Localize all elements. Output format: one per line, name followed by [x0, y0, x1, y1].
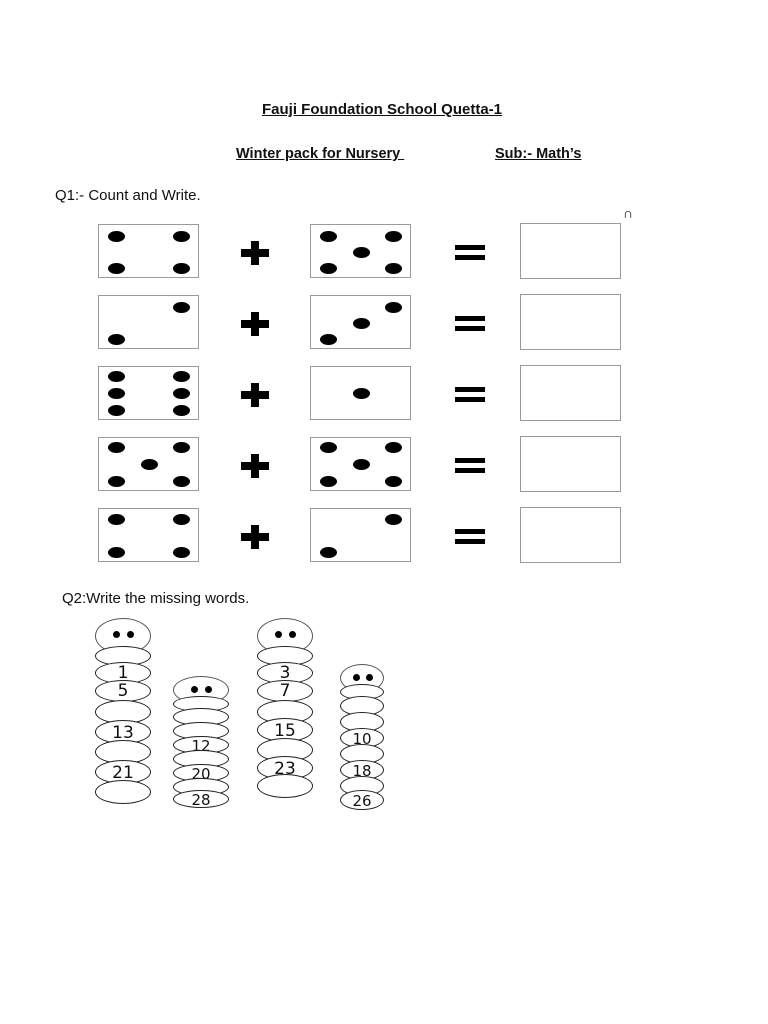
dot [108, 334, 125, 345]
dot [108, 263, 125, 274]
dice-left-row-4 [98, 437, 199, 491]
dot [353, 318, 370, 329]
dice-left-row-5 [98, 508, 199, 562]
eye [205, 686, 212, 693]
eye [127, 631, 134, 638]
caterpillar-segment[interactable]: 13 [95, 720, 151, 744]
dot [173, 547, 190, 558]
equals-sign [455, 387, 485, 403]
dot [108, 476, 125, 487]
caterpillar-segment[interactable]: 28 [173, 790, 229, 809]
dot [108, 514, 125, 525]
dice-right-row-2 [310, 295, 411, 349]
answer-box-row-1[interactable] [520, 223, 621, 279]
caterpillar-segment[interactable]: 7 [257, 680, 313, 702]
plus-sign [241, 523, 269, 551]
dot [173, 442, 190, 453]
equals-sign [455, 529, 485, 545]
answer-box-row-5[interactable] [520, 507, 621, 563]
subject-label: Sub:- Math’s [495, 146, 582, 162]
dot [173, 514, 190, 525]
dice-right-row-5 [310, 508, 411, 562]
eye [275, 631, 282, 638]
answer-box-row-2[interactable] [520, 294, 621, 350]
eye [366, 674, 373, 681]
dice-right-row-4 [310, 437, 411, 491]
eye [353, 674, 360, 681]
dice-right-row-3 [310, 366, 411, 420]
dot [173, 476, 190, 487]
dot [385, 476, 402, 487]
dot [173, 405, 190, 416]
caterpillar-segment[interactable] [95, 780, 151, 804]
eye [191, 686, 198, 693]
eye [113, 631, 120, 638]
caterpillar-segment[interactable]: 26 [340, 790, 384, 810]
dot [173, 388, 190, 399]
dot [173, 263, 190, 274]
pack-title: Winter pack for Nursery [236, 146, 405, 162]
school-title: Fauji Foundation School Quetta-1 [262, 101, 502, 118]
answer-box-row-3[interactable] [520, 365, 621, 421]
caterpillar-segment[interactable] [257, 774, 313, 798]
plus-sign [241, 381, 269, 409]
dot [108, 405, 125, 416]
dot [141, 459, 158, 470]
dot [320, 476, 337, 487]
caterpillar-segment[interactable]: 15 [257, 718, 313, 742]
dot [320, 334, 337, 345]
dot [173, 302, 190, 313]
dice-right-row-1 [310, 224, 411, 278]
dot [353, 388, 370, 399]
dot [108, 442, 125, 453]
eye [289, 631, 296, 638]
equals-sign [455, 245, 485, 261]
dot [353, 459, 370, 470]
question-2-heading: Q2:Write the missing words. [62, 590, 250, 607]
equals-sign [455, 458, 485, 474]
dot [108, 388, 125, 399]
plus-sign [241, 310, 269, 338]
dot [108, 371, 125, 382]
dot [385, 514, 402, 525]
plus-sign [241, 239, 269, 267]
question-1-heading: Q1:- Count and Write. [55, 187, 201, 204]
dot [385, 302, 402, 313]
stray-mark: ∩ [623, 205, 634, 221]
equals-sign [455, 316, 485, 332]
dot [385, 263, 402, 274]
dot [320, 263, 337, 274]
dot [108, 547, 125, 558]
dot [108, 231, 125, 242]
dot [385, 442, 402, 453]
answer-box-row-4[interactable] [520, 436, 621, 492]
dice-left-row-1 [98, 224, 199, 278]
caterpillar-segment[interactable]: 5 [95, 680, 151, 702]
dot [320, 442, 337, 453]
dot [320, 547, 337, 558]
dice-left-row-2 [98, 295, 199, 349]
plus-sign [241, 452, 269, 480]
dot [173, 371, 190, 382]
dot [385, 231, 402, 242]
dice-left-row-3 [98, 366, 199, 420]
dot [353, 247, 370, 258]
dot [320, 231, 337, 242]
dot [173, 231, 190, 242]
